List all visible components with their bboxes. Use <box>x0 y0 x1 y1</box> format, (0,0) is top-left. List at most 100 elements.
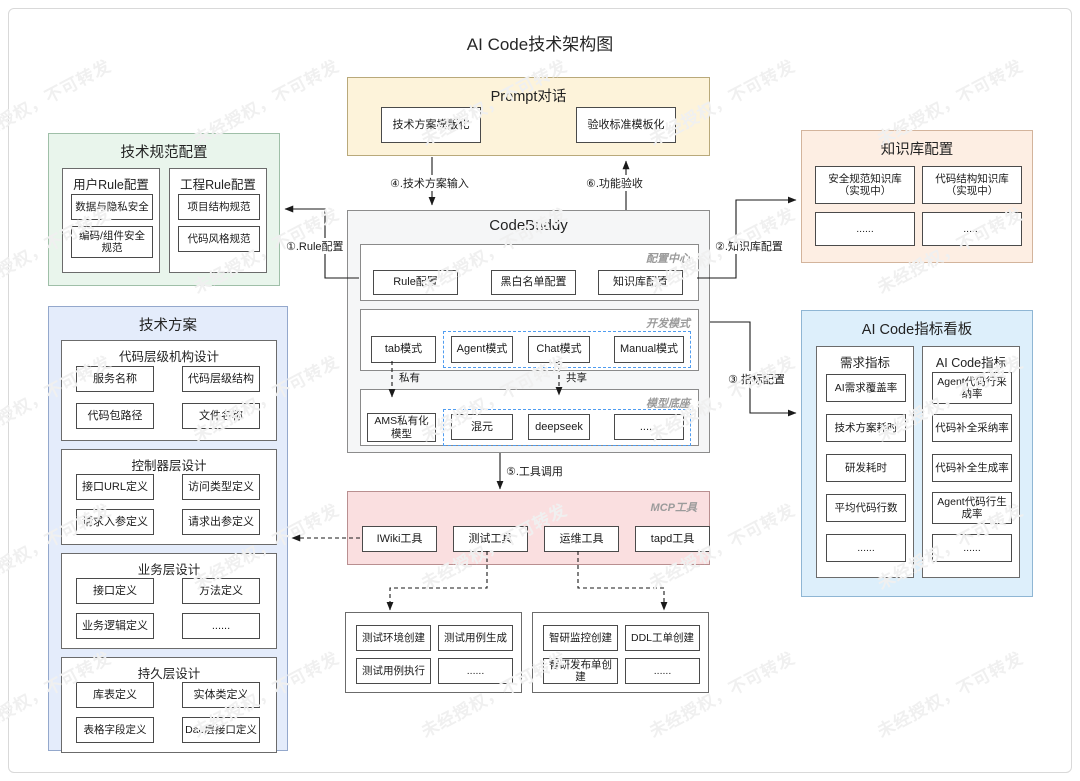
test-item-3[interactable]: ...... <box>438 658 513 684</box>
model-hunyuan[interactable]: 混元 <box>451 414 513 440</box>
metrics-panel-title: AI Code指标看板 <box>861 322 973 338</box>
test-panel: 测试环境创建 测试用例生成 测试用例执行 ...... <box>345 612 522 693</box>
dev-mode-shared-group <box>443 331 691 368</box>
watermark-text: 未经授权，不可转发 <box>0 0 115 2</box>
solution-item-3-1[interactable]: 实体类定义 <box>182 682 260 708</box>
solution-item-1-0[interactable]: 接口URL定义 <box>76 474 154 500</box>
config-item-blacklist[interactable]: 黑白名单配置 <box>491 270 576 295</box>
solution-item-0-3[interactable]: 文件名称 <box>182 403 260 429</box>
metrics-item-1-4[interactable]: ...... <box>932 534 1012 562</box>
mcp-item-ops[interactable]: 运维工具 <box>544 526 619 552</box>
solution-group-business: 业务层设计 接口定义 方法定义 业务逻辑定义 ...... <box>61 553 277 649</box>
ops-panel: 智研监控创建 DDL工单创建 智研发布单创建 ...... <box>532 612 709 693</box>
spec-panel: 技术规范配置 用户Rule配置 数据与隐私安全 编码/组件安全规范 工程Rule… <box>48 133 280 286</box>
solution-item-1-3[interactable]: 请求出参定义 <box>182 509 260 535</box>
flow-label-6: ⑥.功能验收 <box>584 175 645 191</box>
kb-item-3[interactable]: ...... <box>922 212 1022 246</box>
dev-mode-corner-label: 开发模式 <box>646 318 690 330</box>
model-deepseek[interactable]: deepseek <box>528 414 590 440</box>
test-item-0[interactable]: 测试环境创建 <box>356 625 431 651</box>
solution-group-1-title: 控制器层设计 <box>131 459 207 473</box>
link-label-private: 私有 <box>399 372 420 384</box>
solution-item-1-2[interactable]: 请求入参定义 <box>76 509 154 535</box>
flow-label-2: ②.知识库配置 <box>713 238 785 254</box>
metrics-item-0-1[interactable]: 技术方案耗时 <box>826 414 906 442</box>
spec-item-0-0[interactable]: 数据与隐私安全 <box>71 194 153 220</box>
dev-mode-manual[interactable]: Manual模式 <box>614 336 684 363</box>
solution-item-0-0[interactable]: 服务名称 <box>76 366 154 392</box>
dev-mode-tab[interactable]: tab模式 <box>371 336 436 363</box>
kb-item-0[interactable]: 安全规范知识库 （实现中） <box>815 166 915 204</box>
knowledge-base-panel: 知识库配置 安全规范知识库 （实现中） 代码结构知识库 （实现中） ......… <box>801 130 1033 263</box>
solution-item-3-3[interactable]: Dao层接口定义 <box>182 717 260 743</box>
solution-item-0-2[interactable]: 代码包路径 <box>76 403 154 429</box>
config-item-knowledge-base[interactable]: 知识库配置 <box>598 270 683 295</box>
metrics-item-1-2[interactable]: 代码补全生成率 <box>932 454 1012 482</box>
mcp-panel: MCP工具 IWiki工具 测试工具 运维工具 tapd工具 <box>347 491 710 565</box>
solution-item-3-2[interactable]: 表格字段定义 <box>76 717 154 743</box>
solution-group-persistence: 持久层设计 库表定义 实体类定义 表格字段定义 Dao层接口定义 <box>61 657 277 753</box>
prompt-panel-title: Prompt对话 <box>490 89 567 105</box>
watermark-text: 未经授权，不可转发 <box>644 0 799 2</box>
config-center-corner-label: 配置中心 <box>646 253 690 265</box>
solution-item-0-1[interactable]: 代码层级结构 <box>182 366 260 392</box>
mcp-item-test[interactable]: 测试工具 <box>453 526 528 552</box>
solution-panel-title: 技术方案 <box>139 318 197 334</box>
spec-group-project-rule: 工程Rule配置 项目结构规范 代码风格规范 <box>169 168 267 273</box>
flow-label-1: ①.Rule配置 <box>284 238 346 254</box>
mcp-item-tapd[interactable]: tapd工具 <box>635 526 710 552</box>
dev-mode-agent[interactable]: Agent模式 <box>451 336 513 363</box>
model-others[interactable]: ...... <box>614 414 684 440</box>
watermark-text: 未经授权，不可转发 <box>416 0 571 2</box>
model-base-group: 模型底座 AMS私有化模型 混元 deepseek ...... <box>360 389 699 446</box>
test-item-2[interactable]: 测试用例执行 <box>356 658 431 684</box>
flow-label-5: ⑤.工具调用 <box>504 463 565 479</box>
solution-group-0-title: 代码层级机构设计 <box>118 350 219 364</box>
codebuddy-panel: CodeBuddy 配置中心 Rule配置 黑白名单配置 知识库配置 开发模式 … <box>347 210 710 453</box>
dev-mode-chat[interactable]: Chat模式 <box>528 336 590 363</box>
spec-item-0-1[interactable]: 编码/组件安全规范 <box>71 226 153 258</box>
solution-item-2-2[interactable]: 业务逻辑定义 <box>76 613 154 639</box>
metrics-item-0-4[interactable]: ...... <box>826 534 906 562</box>
mcp-corner-label: MCP工具 <box>650 502 697 514</box>
kb-item-1[interactable]: 代码结构知识库 （实现中） <box>922 166 1022 204</box>
ops-item-3[interactable]: ...... <box>625 658 700 684</box>
config-item-rule[interactable]: Rule配置 <box>373 270 458 295</box>
solution-group-3-title: 持久层设计 <box>137 667 201 681</box>
metrics-group-0-title: 需求指标 <box>839 356 890 370</box>
spec-group-1-title: 工程Rule配置 <box>180 178 256 192</box>
solution-item-2-3[interactable]: ...... <box>182 613 260 639</box>
spec-item-1-0[interactable]: 项目结构规范 <box>178 194 260 220</box>
kb-item-2[interactable]: ...... <box>815 212 915 246</box>
spec-item-1-1[interactable]: 代码风格规范 <box>178 226 260 252</box>
solution-group-2-title: 业务层设计 <box>137 563 201 577</box>
mcp-item-iwiki[interactable]: IWiki工具 <box>362 526 437 552</box>
model-base-corner-label: 模型底座 <box>646 398 690 410</box>
solution-item-2-1[interactable]: 方法定义 <box>182 578 260 604</box>
watermark-text: 未经授权，不可转发 <box>872 0 1027 2</box>
metrics-item-0-3[interactable]: 平均代码行数 <box>826 494 906 522</box>
diagram-frame <box>8 8 1072 773</box>
metrics-item-1-0[interactable]: Agent代码行采纳率 <box>932 372 1012 404</box>
flow-label-4: ④.技术方案输入 <box>388 175 471 191</box>
metrics-item-1-1[interactable]: 代码补全采纳率 <box>932 414 1012 442</box>
spec-panel-title: 技术规范配置 <box>120 145 208 161</box>
metrics-item-0-0[interactable]: AI需求覆盖率 <box>826 374 906 402</box>
ops-item-1[interactable]: DDL工单创建 <box>625 625 700 651</box>
solution-item-1-1[interactable]: 访问类型定义 <box>182 474 260 500</box>
metrics-item-0-2[interactable]: 研发耗时 <box>826 454 906 482</box>
test-item-1[interactable]: 测试用例生成 <box>438 625 513 651</box>
config-center-group: 配置中心 Rule配置 黑白名单配置 知识库配置 <box>360 244 699 301</box>
ops-item-2[interactable]: 智研发布单创建 <box>543 658 618 684</box>
spec-group-user-rule: 用户Rule配置 数据与隐私安全 编码/组件安全规范 <box>62 168 160 273</box>
kb-panel-title: 知识库配置 <box>880 142 954 158</box>
solution-item-3-0[interactable]: 库表定义 <box>76 682 154 708</box>
model-ams-private[interactable]: AMS私有化模型 <box>367 413 436 442</box>
solution-item-2-0[interactable]: 接口定义 <box>76 578 154 604</box>
prompt-item-1[interactable]: 验收标准模板化 <box>576 107 676 143</box>
ops-item-0[interactable]: 智研监控创建 <box>543 625 618 651</box>
metrics-item-1-3[interactable]: Agent代码行生成率 <box>932 492 1012 524</box>
prompt-item-0[interactable]: 技术方案模版化 <box>381 107 481 143</box>
flow-label-3: ③.指标配置 <box>726 371 787 387</box>
